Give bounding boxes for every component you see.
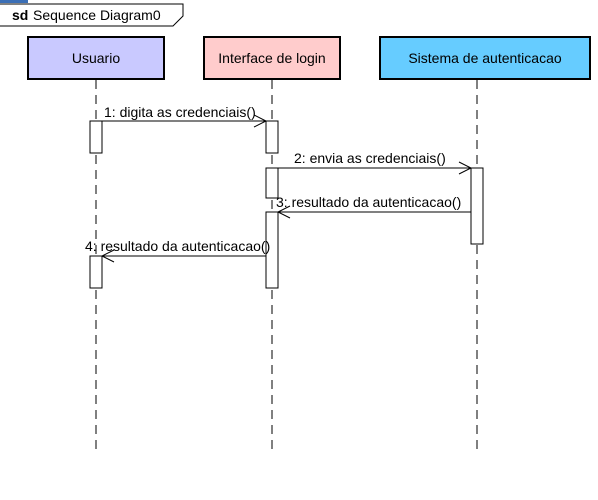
lifeline-usuario-box [27,36,165,80]
lifeline-usuario-label: Usuario [72,50,120,66]
activation-sistema-1[interactable] [470,167,484,245]
window-accent-bar [0,0,28,3]
message-1-arrowhead [253,114,268,128]
message-1-label: 1: digita as credenciais() [104,104,256,120]
frame-tab[interactable]: sd Sequence Diagram0 [0,3,184,27]
activation-interface-1[interactable] [265,120,279,154]
lifeline-sistema[interactable]: Sistema de autenticacao [379,36,591,80]
activation-usuario-1[interactable] [89,120,103,154]
frame-tab-outline [0,3,184,27]
message-3-label: 3: resultado da autenticacao() [276,194,461,210]
frame-name: Sequence Diagram0 [33,7,161,23]
lifeline-usuario[interactable]: Usuario [27,36,165,80]
message-2-label: 2: envia as credenciais() [294,150,446,166]
activation-usuario-2[interactable] [89,255,103,289]
activation-interface-2[interactable] [265,167,279,199]
lifeline-sistema-label: Sistema de autenticacao [408,50,562,66]
lifeline-interface-label: Interface de login [218,50,325,66]
activation-interface-3[interactable] [265,211,279,289]
message-3[interactable]: 3: resultado da autenticacao() [276,194,471,219]
message-2-arrowhead [458,161,473,175]
message-4-arrowhead [100,249,115,263]
message-2[interactable]: 2: envia as credenciais() [278,150,473,175]
message-1[interactable]: 1: digita as credenciais() [102,104,268,128]
message-4[interactable]: 4: resultado da autenticacao() [85,238,270,263]
lifeline-sistema-box [379,36,591,80]
message-4-label: 4: resultado da autenticacao() [85,238,270,254]
lifeline-interface-box [203,36,341,80]
lifeline-interface[interactable]: Interface de login [203,36,341,80]
frame-keyword: sd [12,7,28,23]
message-3-arrowhead [276,205,291,219]
